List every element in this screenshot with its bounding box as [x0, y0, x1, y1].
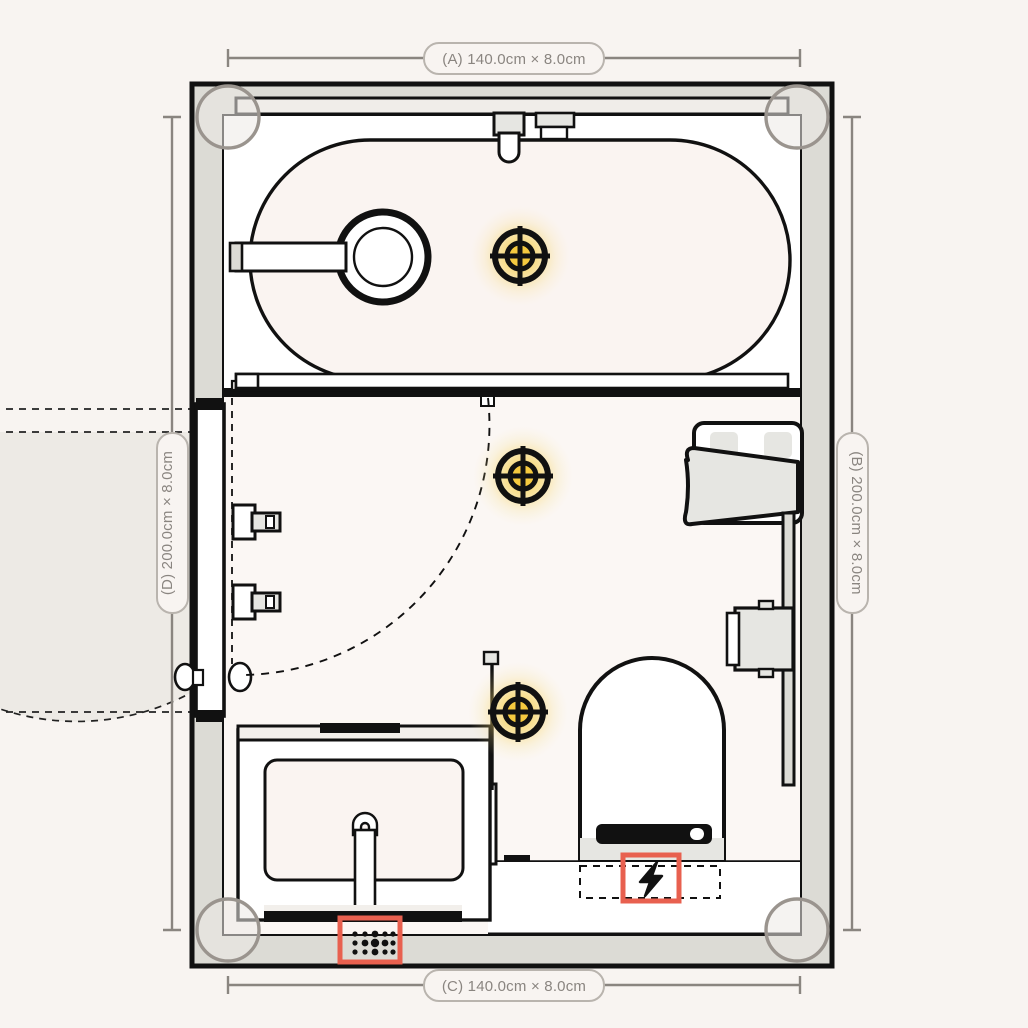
arch-icon[interactable]	[578, 656, 726, 864]
ceiling-light-3[interactable]	[468, 662, 568, 762]
dimension-top[interactable]: (A) 140.0cm × 8.0cm	[226, 42, 802, 75]
nightstand-knob-top	[757, 599, 775, 611]
outlet-selection-box[interactable]	[620, 852, 682, 904]
corner-markers[interactable]	[195, 84, 830, 963]
ceiling-light-1[interactable]	[470, 206, 570, 306]
corner-marker-top-left[interactable]	[195, 84, 261, 150]
sink-icon[interactable]	[236, 723, 492, 922]
arch-enclosure	[578, 656, 726, 864]
nightstand-icon[interactable]	[725, 599, 795, 679]
wall-valve-icon[interactable]	[534, 111, 576, 141]
dimension-label-bottom: (C) 140.0cm × 8.0cm	[442, 978, 586, 995]
door-frame-bottom	[196, 710, 224, 722]
dimension-label-pill-left[interactable]	[156, 432, 189, 614]
faucet-icon[interactable]	[492, 111, 526, 164]
dimension-left[interactable]: (D) 200.0cm × 8.0cm	[156, 115, 189, 932]
dimension-label-right: (B) 200.0cm × 8.0cm	[848, 451, 865, 594]
valve-knob-upper	[265, 515, 275, 529]
door-frame-top	[196, 398, 224, 410]
corner-marker-bottom-right[interactable]	[764, 897, 830, 963]
grab-bar-icon[interactable]	[234, 241, 348, 273]
nightstand-side-panel	[725, 611, 741, 667]
valve-plate	[534, 111, 576, 129]
outlet-zone-dashed	[579, 865, 721, 899]
shower-valve-lower[interactable]	[231, 583, 282, 621]
vanity-backsplash-tab	[320, 723, 400, 733]
dimension-bottom[interactable]: (C) 140.0cm × 8.0cm	[226, 969, 802, 1002]
sink-faucet-stem	[353, 828, 377, 917]
faucet-spout	[497, 131, 521, 164]
duvet	[682, 446, 800, 527]
vent-selection-box[interactable]	[337, 915, 403, 965]
divider-cap	[482, 650, 500, 666]
dimension-label-pill-right[interactable]	[836, 432, 869, 614]
door-handle-outside-plate	[191, 668, 205, 687]
arch-bar-cap	[690, 828, 704, 840]
ceiling-light-2[interactable]	[473, 426, 573, 526]
tub-ledge-left-cap	[234, 372, 260, 390]
pillow-right	[764, 432, 792, 458]
dimension-label-pill-bottom[interactable]	[423, 969, 605, 1002]
floor-vent[interactable]	[337, 915, 403, 965]
partition-bar	[224, 388, 800, 397]
dimension-label-top: (A) 140.0cm × 8.0cm	[442, 51, 585, 68]
valve-stem	[539, 125, 569, 141]
wall-outline-outer	[189, 81, 835, 969]
dimension-label-pill-top[interactable]	[423, 42, 605, 75]
dimension-label-left: (D) 200.0cm × 8.0cm	[159, 451, 176, 595]
bed-icon[interactable]	[682, 421, 804, 527]
corner-marker-bottom-left[interactable]	[195, 897, 261, 963]
drain-inner-ring	[352, 226, 414, 288]
power-outlet[interactable]	[579, 852, 721, 904]
corner-marker-top-right[interactable]	[764, 84, 830, 150]
counter-stub	[504, 855, 530, 864]
nightstand-body	[733, 606, 795, 672]
grab-bar-mount	[228, 241, 244, 273]
nightstand-knob-bottom	[757, 667, 775, 679]
arch-bar	[596, 824, 712, 844]
shower-valve-upper[interactable]	[231, 503, 282, 541]
valve-knob-lower	[265, 595, 275, 609]
door-swing-outside	[0, 408, 197, 723]
dimension-right[interactable]: (B) 200.0cm × 8.0cm	[836, 115, 869, 932]
door-handle-inside-icon[interactable]	[227, 661, 253, 693]
entry-door[interactable]	[173, 398, 253, 722]
dot-grid-icon	[352, 930, 396, 956]
lightning-bolt-icon	[638, 860, 664, 898]
vanity-front-highlight	[264, 905, 462, 911]
tub-ledge-bottom	[234, 372, 790, 390]
